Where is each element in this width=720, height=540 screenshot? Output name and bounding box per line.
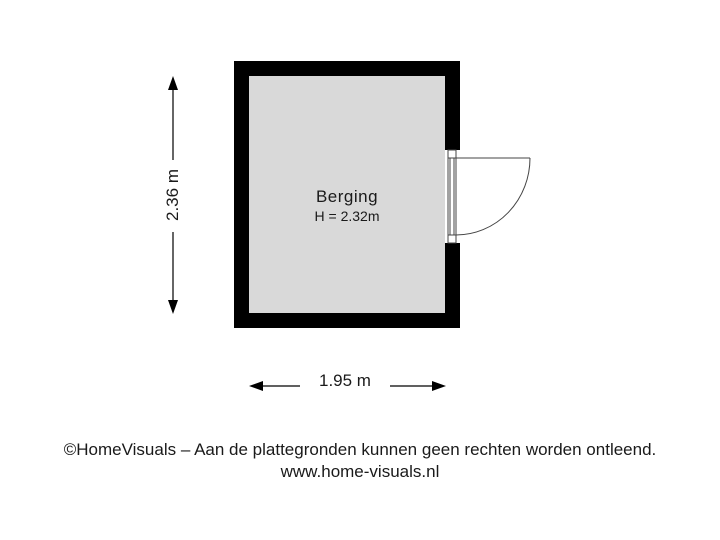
depth-dimension-label: 2.36 m [163,165,183,225]
width-dimension-label: 1.95 m [300,371,390,391]
website-text: www.home-visuals.nl [280,462,440,481]
depth-dimension-arrow [168,76,178,314]
room-floor [249,76,445,313]
room-name: Berging [315,187,379,206]
disclaimer-text: ©HomeVisuals – Aan de plattegronden kunn… [63,440,657,459]
room-height: H = 2.32m [314,208,380,224]
door [447,149,531,244]
